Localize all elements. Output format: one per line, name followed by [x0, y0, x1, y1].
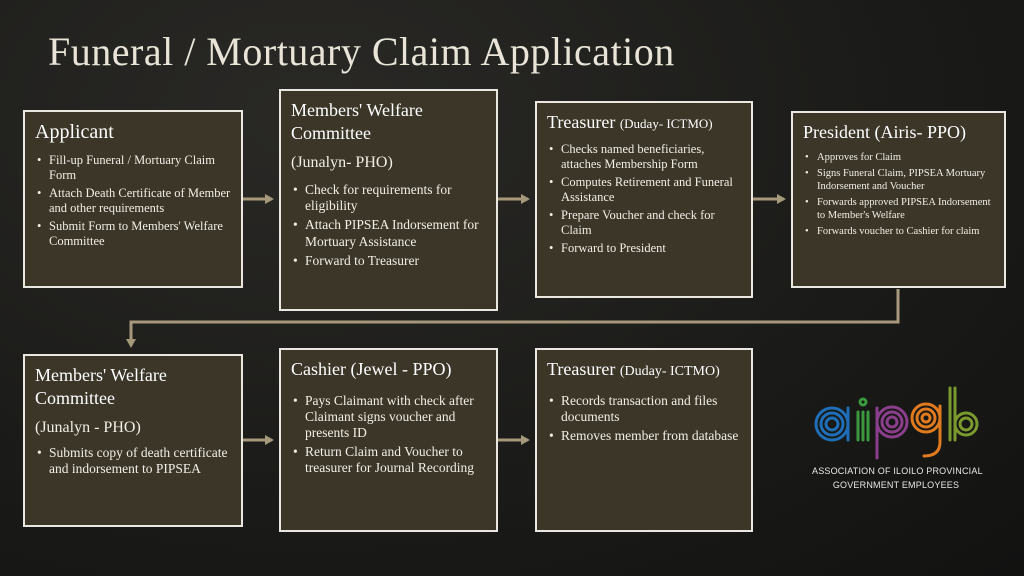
step-assignee: (Duday- ICTMO)	[619, 116, 713, 131]
list-item: Removes member from database	[549, 428, 741, 444]
step-assignee: (Junalyn- PHO)	[291, 154, 393, 171]
list-item: Forward to Treasurer	[293, 253, 486, 269]
step-assignee: (Junalyn - PHO)	[35, 419, 141, 436]
step-role: Treasurer	[547, 359, 616, 379]
list-item: Fill-up Funeral / Mortuary Claim Form	[37, 153, 231, 183]
step-heading: Treasurer (Duday- ICTMO)	[547, 111, 741, 134]
step-heading: Applicant	[35, 121, 114, 143]
step-heading: Treasurer (Duday- ICTMO)	[547, 358, 741, 381]
list-item: Records transaction and files documents	[549, 393, 741, 425]
list-item: Check for requirements for eligibility	[293, 182, 486, 214]
step-list: Pays Claimant with check after Claimant …	[291, 393, 486, 477]
step-list: Approves for Claim Signs Funeral Claim, …	[803, 152, 994, 240]
list-item: Attach Death Certificate of Member and o…	[37, 186, 231, 216]
step-president: President (Airis- PPO) Approves for Clai…	[791, 111, 1006, 288]
logo-line-2: GOVERNMENT EMPLOYEES	[832, 480, 960, 490]
step-list: Submits copy of death certificate and in…	[35, 445, 231, 477]
step-applicant: Applicant Fill-up Funeral / Mortuary Cla…	[23, 110, 243, 288]
list-item: Computes Retirement and Funeral Assistan…	[549, 175, 741, 205]
step-assignee: (Duday- ICTMO)	[619, 364, 720, 379]
arrow-president-to-welfare2	[126, 289, 900, 348]
step-treasurer-2: Treasurer (Duday- ICTMO) Records transac…	[535, 348, 753, 532]
step-role: President	[803, 122, 870, 142]
association-logo: ASSOCIATION OF ILOILO PROVINCIAL GOVERNM…	[812, 378, 983, 494]
step-treasurer: Treasurer (Duday- ICTMO) Checks named be…	[535, 101, 753, 298]
step-list: Checks named beneficiaries, attaches Mem…	[547, 142, 741, 256]
step-heading: President (Airis- PPO)	[803, 121, 994, 144]
list-item: Attach PIPSEA Indorsement for Mortuary A…	[293, 217, 486, 249]
logo-line-1: ASSOCIATION OF ILOILO PROVINCIAL	[812, 466, 983, 476]
step-list: Fill-up Funeral / Mortuary Claim Form At…	[35, 153, 231, 249]
step-welfare-committee: Members' Welfare Committee (Junalyn- PHO…	[279, 89, 498, 311]
step-role: Treasurer	[547, 112, 616, 132]
list-item: Pays Claimant with check after Claimant …	[293, 393, 486, 442]
step-welfare-committee-2: Members' Welfare Committee (Junalyn - PH…	[23, 354, 243, 527]
list-item: Forwards voucher to Cashier for claim	[805, 226, 994, 239]
list-item: Approves for Claim	[805, 152, 994, 165]
page-title: Funeral / Mortuary Claim Application	[48, 29, 675, 74]
step-cashier: Cashier (Jewel - PPO) Pays Claimant with…	[279, 348, 498, 532]
list-item: Prepare Voucher and check for Claim	[549, 208, 741, 238]
list-item: Forward to President	[549, 241, 741, 256]
list-item: Return Claim and Voucher to treasurer fo…	[293, 444, 486, 476]
list-item: Signs Funeral Claim, PIPSEA Mortuary Ind…	[805, 168, 994, 193]
list-item: Forwards approved PIPSEA Indorsement to …	[805, 197, 994, 222]
logo-mark	[814, 386, 979, 460]
step-heading: Members' Welfare Committee	[35, 365, 167, 408]
step-list: Records transaction and files documents …	[547, 393, 741, 445]
step-heading: Cashier (Jewel - PPO)	[291, 359, 452, 379]
step-list: Check for requirements for eligibility A…	[291, 182, 486, 269]
list-item: Checks named beneficiaries, attaches Mem…	[549, 142, 741, 172]
list-item: Submit Form to Members' Welfare Committe…	[37, 219, 231, 249]
list-item: Submits copy of death certificate and in…	[37, 445, 231, 477]
step-assignee: (Airis- PPO)	[874, 122, 967, 142]
step-heading: Members' Welfare Committee	[291, 100, 423, 143]
